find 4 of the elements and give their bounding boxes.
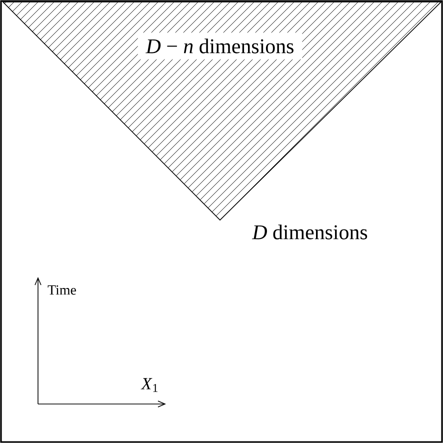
region-label: D dimensions xyxy=(252,224,368,240)
axis-label: Time xyxy=(48,285,76,295)
region-label: D − n dimensions xyxy=(138,32,302,60)
axis-label: X$_{1}$ xyxy=(140,378,158,392)
